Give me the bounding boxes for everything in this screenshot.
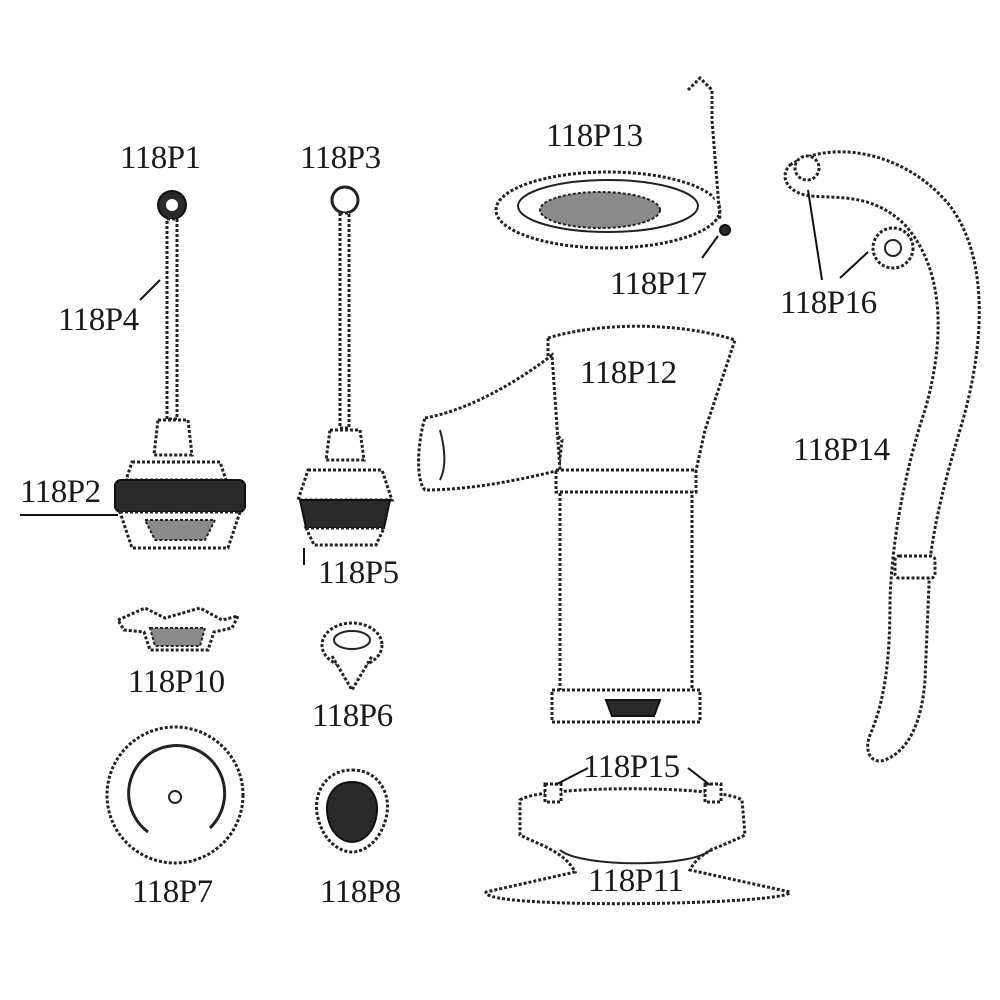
leader-118p15-a [554, 767, 589, 786]
rod-coupling [152, 418, 194, 457]
gasket-118p7 [105, 725, 245, 865]
handle-pin-hole [793, 154, 821, 182]
label-118p6: 118P6 [312, 698, 393, 734]
label-118p8: 118P8 [320, 874, 401, 910]
label-118p15: 118P15 [583, 749, 680, 785]
label-118p3: 118P3 [300, 140, 381, 176]
label-118p5: 118P5 [318, 555, 399, 591]
leather-cup-118p5 [295, 468, 395, 502]
label-118p11: 118P11 [588, 863, 683, 899]
leader-118p17 [701, 235, 719, 259]
rod-assembly-left [114, 190, 246, 550]
base-bolt-left [543, 782, 563, 804]
label-118p16: 118P16 [780, 285, 877, 321]
label-118p4: 118P4 [58, 302, 139, 338]
base-bolt-right [703, 782, 723, 804]
label-118p17: 118P17 [610, 266, 707, 302]
valve-weight-118p8 [315, 768, 389, 854]
handle-118p14 [783, 150, 981, 763]
check-valve-118p10 [115, 606, 241, 652]
spout [417, 352, 562, 492]
cap-hinge [686, 75, 722, 221]
leader-118p16-a [807, 189, 823, 281]
rod-shaft-118p3 [338, 211, 351, 430]
rod-assembly-right [295, 185, 395, 547]
handle-grip-band [893, 554, 937, 580]
body-collar [554, 468, 698, 494]
base-stand-118p11 [484, 782, 792, 906]
label-118p13: 118P13 [546, 118, 643, 154]
label-118p14: 118P14 [793, 432, 890, 468]
label-118p10: 118P10 [128, 664, 225, 700]
leader-118p15-b [687, 767, 711, 786]
pump-body-118p12 [417, 324, 737, 724]
label-118p1: 118P1 [120, 140, 201, 176]
label-118p7: 118P7 [132, 874, 213, 910]
body-top [546, 324, 737, 477]
top-cap-118p13 [494, 75, 731, 250]
label-118p2: 118P2 [20, 474, 101, 510]
handle-pivot-118p16 [871, 226, 915, 270]
leader-118p4 [139, 279, 161, 301]
cap-pin-118p17 [719, 224, 731, 236]
rod-shaft-118p4 [165, 217, 179, 421]
poppet-118p6 [320, 621, 384, 693]
leader-118p16-b [839, 251, 869, 279]
plunger-118p2 [114, 479, 246, 513]
body-cylinder [558, 490, 694, 694]
label-118p12: 118P12 [580, 355, 677, 391]
